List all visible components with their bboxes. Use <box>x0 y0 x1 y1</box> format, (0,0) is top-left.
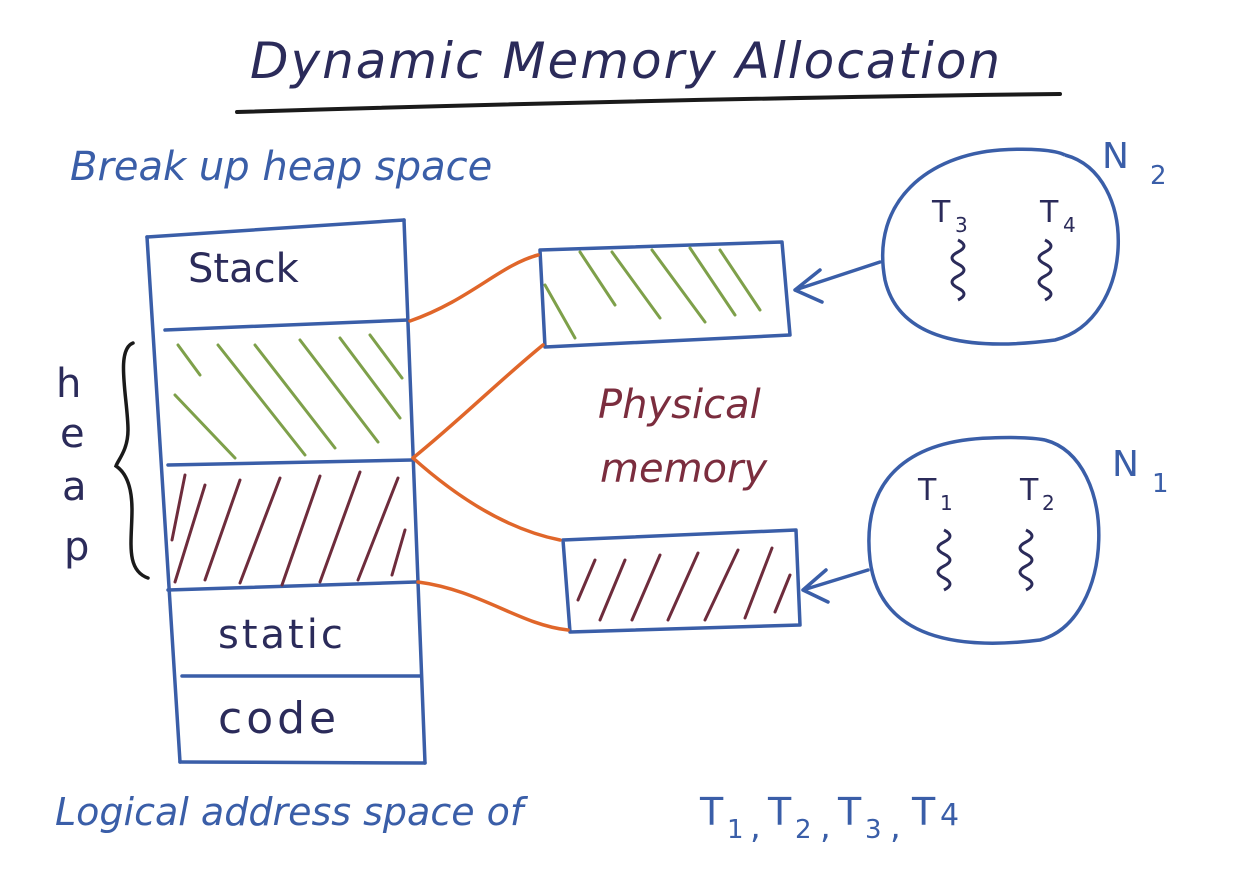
caption-main: Logical address space of <box>55 790 529 834</box>
caption-t1: T <box>699 790 724 834</box>
physical-block-maroon <box>561 528 802 634</box>
link-heap-to-green-bottom <box>411 343 545 460</box>
stack-heap-divider <box>163 318 410 332</box>
node-n1-label: N <box>1112 444 1139 485</box>
thread-t4-label: T <box>1039 195 1059 230</box>
arrow-n2-to-green-block <box>793 260 882 304</box>
heap-letter-p: p <box>64 524 89 570</box>
caption-t3: T <box>837 790 862 834</box>
heap-green-region <box>173 333 404 460</box>
heap-brace <box>113 341 150 580</box>
caption-t3-sub: 3 <box>865 815 882 845</box>
node-n1: N 1 T 1 T 2 <box>867 435 1169 645</box>
node-n2-label: N <box>1102 136 1129 177</box>
thread-t3-squiggle <box>950 238 966 302</box>
mapping-links <box>408 253 570 632</box>
title-underline <box>235 92 1062 114</box>
arrow-n1-to-maroon-block <box>801 568 870 604</box>
stack-label: Stack <box>188 246 300 292</box>
thread-t4-sub: 4 <box>1063 213 1076 237</box>
node-n1-sub: 1 <box>1152 469 1169 499</box>
logical-address-caption: Logical address space of T 1 , T 2 , T 3… <box>55 790 959 847</box>
heap-letter-e: e <box>60 411 85 457</box>
node-n2: N 2 T 3 T 4 <box>881 136 1167 346</box>
heap-letter-a: a <box>62 464 87 510</box>
thread-t1-label: T <box>917 473 937 508</box>
caption-t4: T <box>911 790 936 834</box>
code-label: code <box>218 693 340 744</box>
heap-mid-divider <box>166 458 414 467</box>
node-n2-sub: 2 <box>1150 161 1167 191</box>
subtitle: Break up heap space <box>70 144 492 190</box>
thread-t2-sub: 2 <box>1042 491 1055 515</box>
thread-t2-squiggle <box>1018 528 1034 592</box>
caption-t4-sub: 4 <box>940 798 959 833</box>
physical-memory-label-line2: memory <box>600 446 768 492</box>
link-heap-to-maroon-top <box>411 456 562 542</box>
caption-comma-1: , <box>750 807 761 847</box>
node-arrows <box>793 260 882 604</box>
thread-t1-squiggle <box>936 528 952 592</box>
caption-comma-2: , <box>820 807 831 847</box>
caption-t2: T <box>767 790 792 834</box>
thread-t3-label: T <box>931 195 951 230</box>
thread-t3-sub: 3 <box>955 213 968 237</box>
caption-t2-sub: 2 <box>795 815 812 845</box>
physical-block-green <box>538 240 792 349</box>
thread-t2-label: T <box>1019 473 1039 508</box>
caption-comma-3: , <box>890 807 901 847</box>
physical-memory-label-line1: Physical <box>598 382 761 428</box>
caption-t1-sub: 1 <box>727 815 744 845</box>
heap-static-divider <box>166 580 418 592</box>
heap-letter-h: h <box>56 361 81 407</box>
heap-maroon-region <box>170 470 407 587</box>
thread-t4-squiggle <box>1037 238 1053 302</box>
link-static-to-maroon-bottom <box>416 580 570 632</box>
static-label: static <box>218 612 346 658</box>
link-stack-to-green-top <box>408 253 540 323</box>
thread-t1-sub: 1 <box>940 491 953 515</box>
logical-address-space <box>145 218 427 765</box>
page-title: Dynamic Memory Allocation <box>250 32 1002 90</box>
